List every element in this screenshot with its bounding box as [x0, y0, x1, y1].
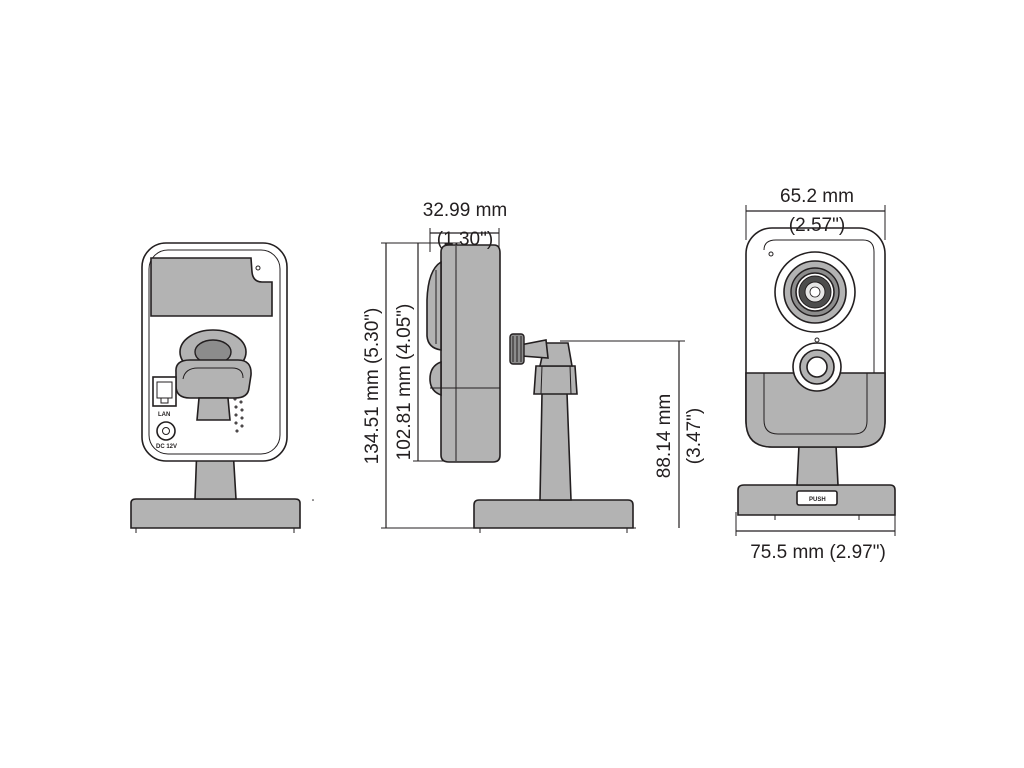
- front-stand: [796, 444, 839, 486]
- pir-sensor: [792, 337, 842, 392]
- mount-height-mm-label: 88.14 mm: [654, 394, 675, 478]
- mount-height-inch-label: (3.47"): [684, 408, 705, 464]
- side-view: [381, 228, 685, 533]
- front-view: PUSH: [735, 205, 896, 536]
- front-width-inch-label: (2.57"): [789, 215, 845, 236]
- back-view: LAN DC 12V: [130, 242, 314, 533]
- speaker-grille: [233, 397, 244, 433]
- total-height-label: 134.51 mm (5.30"): [362, 308, 383, 465]
- lens: [774, 251, 856, 333]
- power-port: [156, 421, 176, 441]
- back-base: [130, 498, 301, 529]
- depth-mm-label: 32.99 mm: [423, 200, 507, 221]
- depth-inch-label: (1.30"): [437, 229, 493, 250]
- push-button: [796, 490, 838, 506]
- side-stand: [539, 392, 572, 501]
- back-mount-strap: [175, 359, 252, 399]
- body-height-label: 102.81 mm (4.05"): [394, 304, 415, 461]
- side-base: [473, 499, 634, 529]
- push-label: PUSH: [809, 497, 826, 503]
- lan-port: [152, 376, 177, 407]
- side-body: [440, 244, 501, 463]
- back-label-panel: [150, 257, 273, 317]
- power-label: DC 12V: [156, 444, 177, 450]
- front-width-mm-label: 65.2 mm: [780, 186, 854, 207]
- front-lower-panel: [745, 372, 886, 448]
- base-width-label: 75.5 mm (2.97"): [750, 542, 886, 563]
- lan-label: LAN: [158, 412, 170, 418]
